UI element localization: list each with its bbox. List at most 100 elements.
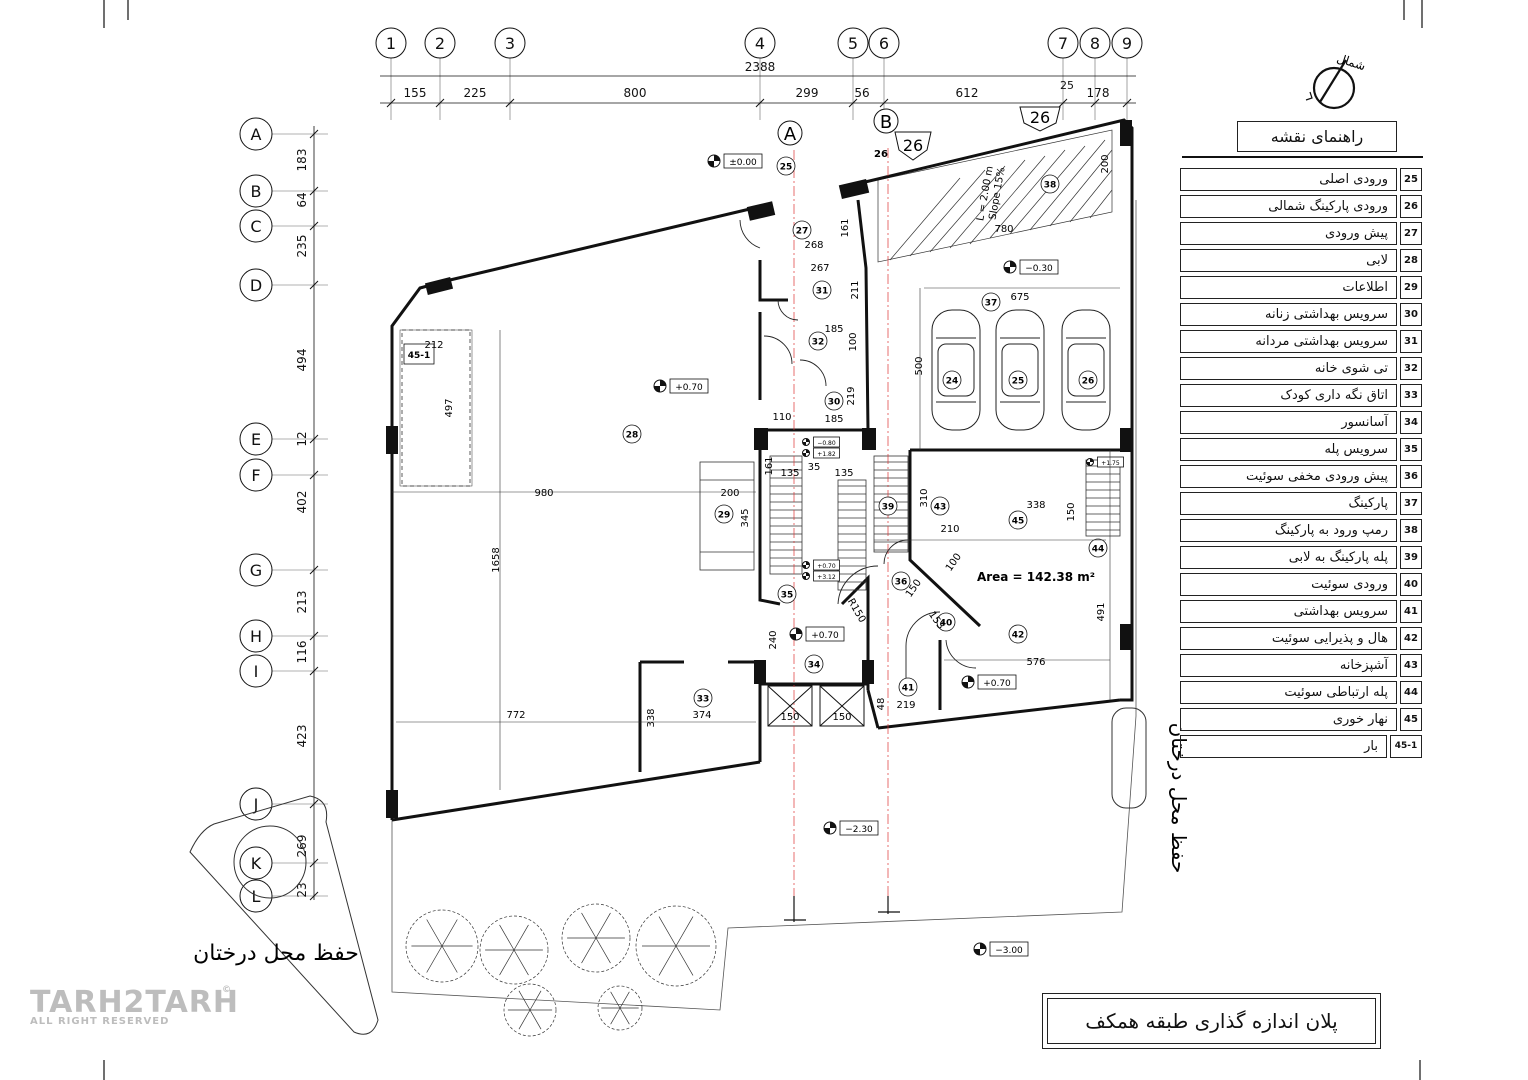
room-number: 36 [895, 578, 908, 588]
level-value: −0.30 [1025, 264, 1053, 274]
legend-number: 36 [1400, 465, 1422, 488]
level-value: +0.70 [675, 383, 703, 393]
tree-icon [635, 905, 717, 987]
inner-dimension: 500 [914, 356, 925, 375]
dim-top: 155 [404, 86, 427, 100]
room-number: 32 [812, 338, 825, 348]
inner-dimension: 675 [1010, 292, 1029, 303]
inner-dimension: 219 [846, 386, 857, 405]
grid-label: I [254, 662, 259, 681]
level-value: +3.12 [817, 574, 836, 581]
room-tag: 43 [930, 496, 950, 516]
grid-bubble-row: G [239, 553, 273, 587]
tree-icon [503, 983, 557, 1037]
level-marker: −0.80 [802, 436, 840, 448]
room-tag: 44 [1088, 538, 1108, 558]
section-number: 26 [903, 136, 923, 155]
level-value: +0.70 [811, 631, 839, 641]
grid-label: J [253, 795, 259, 814]
inner-dimension: 338 [646, 708, 657, 727]
dim-top: 178 [1087, 86, 1110, 100]
room-number: 43 [934, 503, 947, 513]
tree-icon [479, 915, 549, 985]
grid-bubble-row: K [239, 846, 273, 880]
grid-label: 8 [1090, 34, 1100, 53]
room-tag: 37 [981, 292, 1001, 312]
legend-label: ورودی پارکینگ شمالی [1180, 195, 1397, 218]
legend-number: 39 [1400, 546, 1422, 569]
legend-number: 32 [1400, 357, 1422, 380]
grid-bubble-row: C [239, 209, 273, 243]
inner-dimension: 200 [720, 488, 739, 499]
room-tag: 36 [891, 571, 911, 591]
inner-dimension: 200 [1100, 154, 1111, 173]
level-marker: +3.12 [802, 570, 840, 582]
inner-dimension: 185 [824, 414, 843, 425]
plan-title-box: پلان اندازه گذاری طبقه همکف [1042, 993, 1381, 1049]
grid-label: 3 [505, 34, 515, 53]
level-marker: +1.82 [802, 447, 840, 459]
legend-number: 45 [1400, 708, 1422, 731]
room-number: 44 [1092, 545, 1105, 555]
inner-dimension: 576 [1026, 657, 1045, 668]
grid-bubble-col: 8 [1079, 27, 1111, 59]
ramp-hatch [877, 129, 1113, 263]
inner-dimension: 1658 [491, 547, 502, 572]
room-number: 25 [1012, 377, 1025, 387]
legend-number: 37 [1400, 492, 1422, 515]
grid-label: 6 [879, 34, 889, 53]
tree-note: حفظ محل درختان [1167, 723, 1191, 874]
legend-label: بار [1180, 735, 1387, 758]
room-tag: 28 [622, 424, 642, 444]
room-tag: 39 [878, 496, 898, 516]
legend-number: 40 [1400, 573, 1422, 596]
dim-left: 402 [295, 491, 309, 514]
room-tag: 35 [777, 584, 797, 604]
grid-label: E [251, 430, 261, 449]
bar-counter [399, 329, 473, 487]
legend-number: 33 [1400, 384, 1422, 407]
room-number: 29 [718, 511, 731, 521]
dim-overall: 2388 [745, 60, 776, 74]
grid-label: 1 [386, 34, 396, 53]
grid-bubble-col: 7 [1047, 27, 1079, 59]
inner-dimension: 491 [1096, 602, 1107, 621]
inner-dimension: 374 [692, 710, 711, 721]
grid-bubble-row: I [239, 654, 273, 688]
reception-desk [699, 461, 755, 571]
grid-bubble-col: 9 [1111, 27, 1143, 59]
legend-label: تی شوی خانه [1180, 357, 1397, 380]
level-value: ±0.00 [729, 158, 757, 168]
legend-number: 25 [1400, 168, 1422, 191]
grid-label: F [251, 466, 260, 485]
level-value: +1.82 [817, 451, 836, 458]
room-number: 42 [1012, 631, 1025, 641]
tree-icon [561, 903, 631, 973]
dim-left: 12 [295, 431, 309, 446]
legend-number: 45-1 [1390, 735, 1422, 758]
section-letter: B [880, 112, 892, 133]
section-marker: 26 [894, 131, 932, 161]
room-number: 40 [940, 619, 953, 629]
level-marker: −2.30 [823, 820, 879, 836]
dim-left: 423 [295, 725, 309, 748]
plan-title: پلان اندازه گذاری طبقه همکف [1047, 998, 1376, 1044]
inner-dimension: 772 [506, 710, 525, 721]
tree-icon [405, 909, 479, 983]
legend-label: پیش ورودی [1180, 222, 1397, 245]
legend-label: پیش ورودی مخفی سوئیت [1180, 465, 1397, 488]
grid-bubble-row: E [239, 422, 273, 456]
inner-dimension: 219 [896, 700, 915, 711]
dim-top: 25 [1060, 79, 1074, 92]
